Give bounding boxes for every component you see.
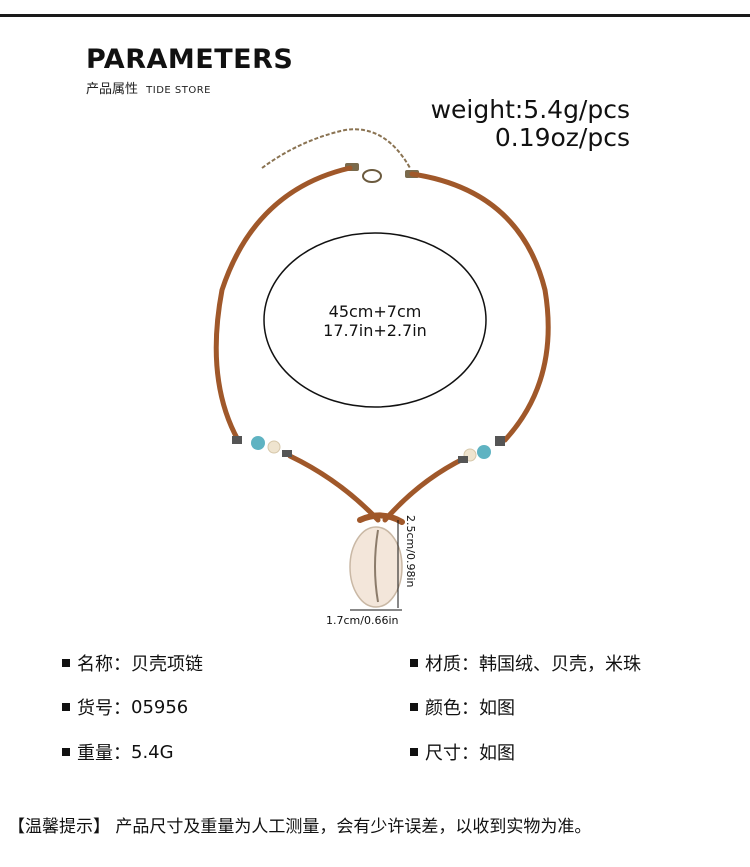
spec-label: 颜色： bbox=[425, 698, 479, 719]
subtitle-en: TIDE STORE bbox=[146, 85, 212, 96]
bullet-square-icon bbox=[410, 748, 418, 756]
subtitle-cn: 产品属性 bbox=[86, 82, 139, 97]
spec-value: 如图 bbox=[479, 698, 515, 719]
page-subtitle: 产品属性 TIDE STORE bbox=[86, 78, 211, 97]
spec-value: 贝壳项链 bbox=[131, 654, 203, 675]
weight-ounces: 0.19oz/pcs bbox=[494, 123, 630, 152]
bead-metal-right bbox=[495, 436, 505, 446]
spec-material: 材质： 韩国绒、贝壳，米珠 bbox=[410, 650, 641, 676]
cord-left-lower bbox=[287, 453, 381, 523]
bead-blue-left bbox=[251, 436, 265, 450]
bullet-square-icon bbox=[62, 659, 70, 667]
spec-size: 尺寸： 如图 bbox=[410, 739, 515, 765]
spec-value: 如图 bbox=[479, 743, 515, 764]
weight-grams: weight:5.4g/pcs bbox=[430, 95, 630, 124]
cord-right bbox=[409, 171, 551, 443]
cord-right-lower bbox=[382, 455, 468, 523]
spec-weight: 重量： 5.4G bbox=[62, 739, 174, 765]
bullet-square-icon bbox=[62, 703, 70, 711]
spec-name: 名称： 贝壳项链 bbox=[62, 650, 203, 676]
spec-value: 韩国绒、贝壳，米珠 bbox=[479, 654, 641, 675]
spec-label: 名称： bbox=[77, 654, 131, 675]
spec-label: 尺寸： bbox=[425, 743, 479, 764]
length-in: 17.7in+2.7in bbox=[323, 321, 427, 340]
page-title: PARAMETERS bbox=[86, 44, 294, 75]
bullet-square-icon bbox=[410, 659, 418, 667]
spec-value: 5.4G bbox=[131, 741, 174, 763]
bead-metal-right-2 bbox=[458, 456, 468, 463]
length-cm: 45cm+7cm bbox=[328, 302, 422, 321]
shell-slit bbox=[374, 529, 379, 603]
bead-metal-left bbox=[232, 436, 242, 444]
cord-knot bbox=[357, 512, 405, 525]
length-label: 45cm+7cm 17.7in+2.7in bbox=[290, 302, 460, 340]
spec-item-number: 货号： 05956 bbox=[62, 694, 188, 720]
spec-label: 货号： bbox=[77, 698, 131, 719]
pendant-width-label: 1.7cm/0.66in bbox=[326, 614, 399, 627]
spec-label: 材质： bbox=[425, 654, 479, 675]
bead-cream-left bbox=[267, 440, 281, 454]
top-rule bbox=[0, 14, 750, 17]
bead-metal-left-2 bbox=[282, 450, 292, 457]
weight-info: weight:5.4g/pcs 0.19oz/pcs bbox=[431, 96, 630, 152]
extension-chain bbox=[261, 128, 411, 169]
cord-left bbox=[213, 165, 353, 443]
spec-value: 05956 bbox=[131, 696, 189, 718]
bullet-square-icon bbox=[62, 748, 70, 756]
length-callout-ellipse bbox=[263, 232, 487, 408]
bullet-square-icon bbox=[410, 703, 418, 711]
pendant-height-label: 2.5cm/0.98in bbox=[404, 515, 417, 588]
spec-label: 重量： bbox=[77, 743, 131, 764]
spec-color: 颜色： 如图 bbox=[410, 694, 515, 720]
measurement-notice: 【温馨提示】 产品尺寸及重量为人工测量，会有少许误差，以收到实物为准。 bbox=[8, 817, 592, 837]
lobster-clasp bbox=[362, 169, 382, 183]
bead-blue-right bbox=[477, 445, 491, 459]
